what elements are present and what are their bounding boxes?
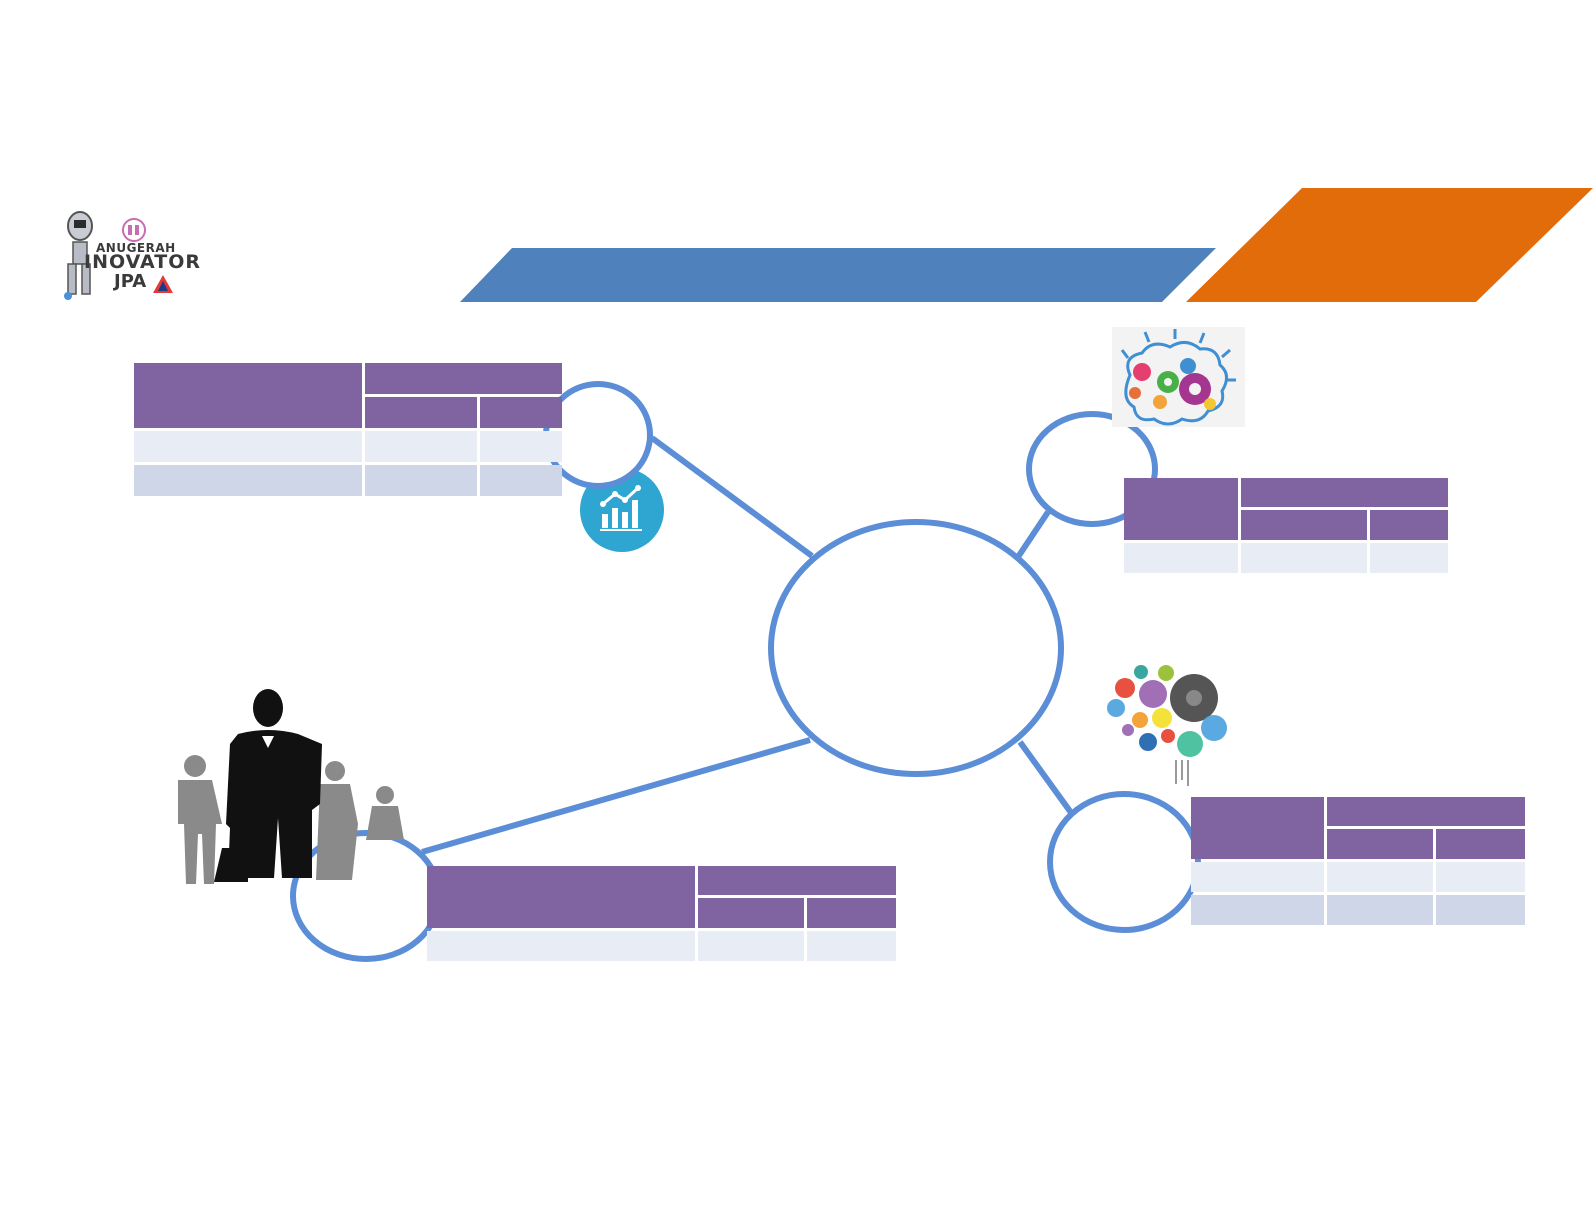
connector-bottom-left [421,737,811,855]
table-cell [1436,895,1525,925]
table-header-sub-2 [480,397,562,428]
title-banner-orange [1186,188,1593,302]
table-header-main [427,866,695,928]
table-header-group [365,363,562,394]
table-cell [427,931,695,961]
table-cell [1370,543,1448,573]
node-bottom-right[interactable] [1047,791,1201,933]
table-cell [1327,895,1433,925]
table-header-sub-1 [1241,510,1367,540]
table-header-group [698,866,896,895]
table-header-sub-1 [365,397,477,428]
node-top-right[interactable] [1026,411,1158,527]
table-cell [1124,543,1238,573]
table-cell [365,431,477,462]
table-header-main [1124,478,1238,540]
table-header-sub-1 [1327,829,1433,859]
table-cell [134,431,362,462]
connector-top-left [650,435,814,559]
info-table-top-right [1124,478,1451,573]
table-cell [480,431,562,462]
business-people-silhouette-icon [178,689,404,884]
logo-text-inovator: INOVATOR [84,251,201,273]
table-cell [1327,862,1433,892]
info-table-bottom-right [1191,797,1525,925]
table-cell [1241,543,1367,573]
table-header-sub-2 [1436,829,1525,859]
jpa-emblem-icon [153,275,173,293]
robot-icon [64,211,93,300]
connector-bottom-right [1017,740,1075,816]
node-bottom-left[interactable] [290,830,442,962]
table-cell [134,465,362,496]
connector-top-right [1013,510,1051,562]
table-cell [807,931,896,961]
table-header-group [1327,797,1525,826]
table-cell [1191,895,1324,925]
bar-chart-icon [580,468,664,552]
table-header-main [1191,797,1324,859]
brain-gears-icon [1112,327,1245,427]
title-banner-blue [460,248,1216,302]
anugerah-inovator-jpa-logo: ANUGERAH INOVATOR JPA [58,208,208,303]
crest-icon [122,218,146,242]
table-header-main [134,363,362,428]
table-cell [1436,862,1525,892]
table-cell [480,465,562,496]
connector-lines [421,435,1075,855]
hub-node[interactable] [768,519,1064,777]
table-header-sub-1 [698,898,804,928]
table-cell [698,931,804,961]
table-header-sub-2 [807,898,896,928]
table-header-group [1241,478,1448,507]
table-cell [365,465,477,496]
logo-text-anugerah: ANUGERAH [96,241,176,255]
table-header-sub-2 [1370,510,1448,540]
colorful-gears-brain-icon [1107,665,1227,786]
info-table-top-left [134,363,562,496]
logo-text-jpa: JPA [114,271,147,292]
info-table-bottom-left [427,866,896,961]
table-cell [1191,862,1324,892]
